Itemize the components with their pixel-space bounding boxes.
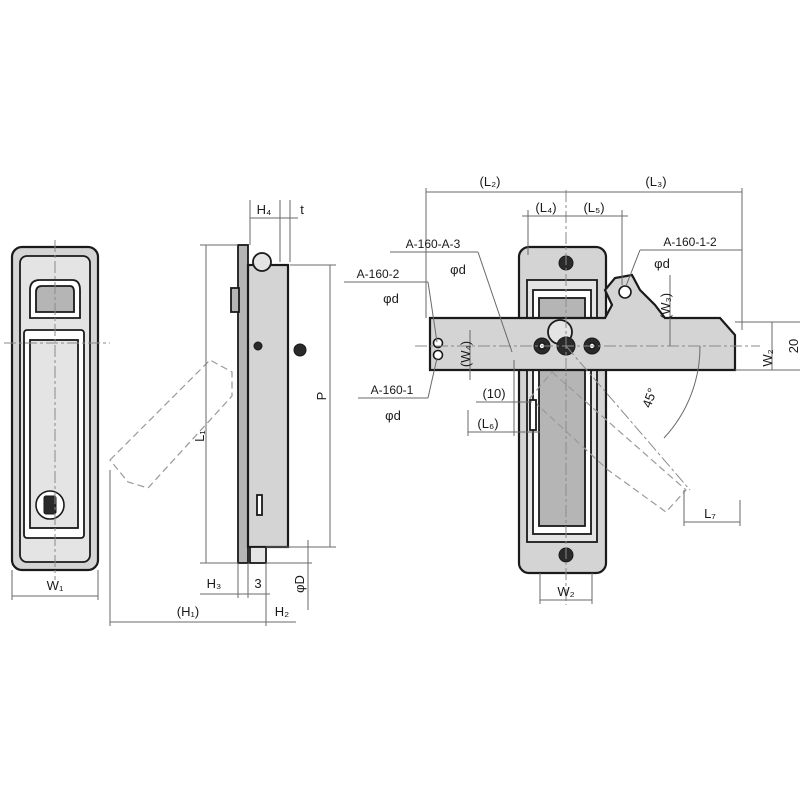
- h1-label: (H₁): [177, 604, 199, 619]
- rear-slot: [529, 399, 537, 431]
- callout-a160-1-2-leader: [625, 249, 641, 287]
- callout-a160-1-2-d: φd: [654, 256, 670, 271]
- phid-label: φD: [292, 575, 307, 593]
- dim10-label: (10): [482, 386, 505, 401]
- t-label: t: [300, 202, 304, 217]
- w1-label: W₁: [47, 578, 64, 593]
- w3-label: (W₃): [658, 293, 673, 319]
- callout-a160-a3-d: φd: [450, 262, 466, 277]
- side-view: H₄ t L₁ P φD H₃ 3 (H₁) H₂: [109, 200, 336, 626]
- side-pivot: [253, 341, 263, 351]
- callout-a160-2-leader: [427, 281, 438, 343]
- side-body: [246, 263, 290, 549]
- h2-label: H₂: [275, 604, 289, 619]
- keyhole-slot: [43, 495, 57, 515]
- front-view: W₁: [4, 240, 110, 600]
- side-slot: [256, 494, 263, 516]
- dim3-label: 3: [254, 576, 261, 591]
- dim20-label: 20: [786, 339, 800, 353]
- l6-label: (L₆): [477, 416, 498, 431]
- w2-side-label: W₂: [760, 349, 775, 366]
- hole-a160-1: [432, 349, 444, 361]
- p-label: P: [314, 392, 329, 401]
- w2-bottom-label: W₂: [557, 584, 574, 599]
- l7-label: L₇: [704, 506, 716, 521]
- l5-label: (L₅): [583, 200, 604, 215]
- callout-a160-2: A-160-2: [357, 267, 400, 281]
- side-stud: [293, 343, 307, 357]
- callout-a160-1-leader: [427, 357, 438, 399]
- rotation-center-line: [565, 345, 691, 491]
- h4-label: H₄: [257, 202, 272, 217]
- side-handle-lip: [230, 287, 240, 313]
- side-bottom-cylinder: [249, 546, 267, 564]
- callout-a160-1-2: A-160-1-2: [663, 235, 717, 249]
- callout-a160-2-d: φd: [383, 291, 399, 306]
- side-handle-open-ghost: [109, 359, 233, 489]
- angle-45-arc: [663, 345, 701, 439]
- side-top-cap: [252, 252, 272, 272]
- callout-a160-1: A-160-1: [371, 383, 414, 397]
- hole-a160-2: [432, 337, 444, 349]
- callout-a160-a3: A-160-A-3: [406, 237, 461, 251]
- rear-view: (L₂) (L₃) (L₄) (L₅) (L₆) (10) (W₃) (W₄) …: [344, 174, 800, 605]
- l3-label: (L₃): [645, 174, 666, 189]
- l4-label: (L₄): [535, 200, 556, 215]
- angle-45-label: 45°: [639, 386, 660, 410]
- latch-cam-rotated-ghost: [529, 371, 687, 513]
- callout-a160-a3-leader: [477, 251, 513, 353]
- h3-label: H₃: [207, 576, 222, 591]
- l2-label: (L₂): [480, 174, 501, 189]
- l1-label: L₁: [192, 430, 207, 442]
- hole-a160-1-2: [618, 285, 632, 299]
- w4-label: (W₄): [458, 341, 473, 367]
- callout-a160-1-d: φd: [385, 408, 401, 423]
